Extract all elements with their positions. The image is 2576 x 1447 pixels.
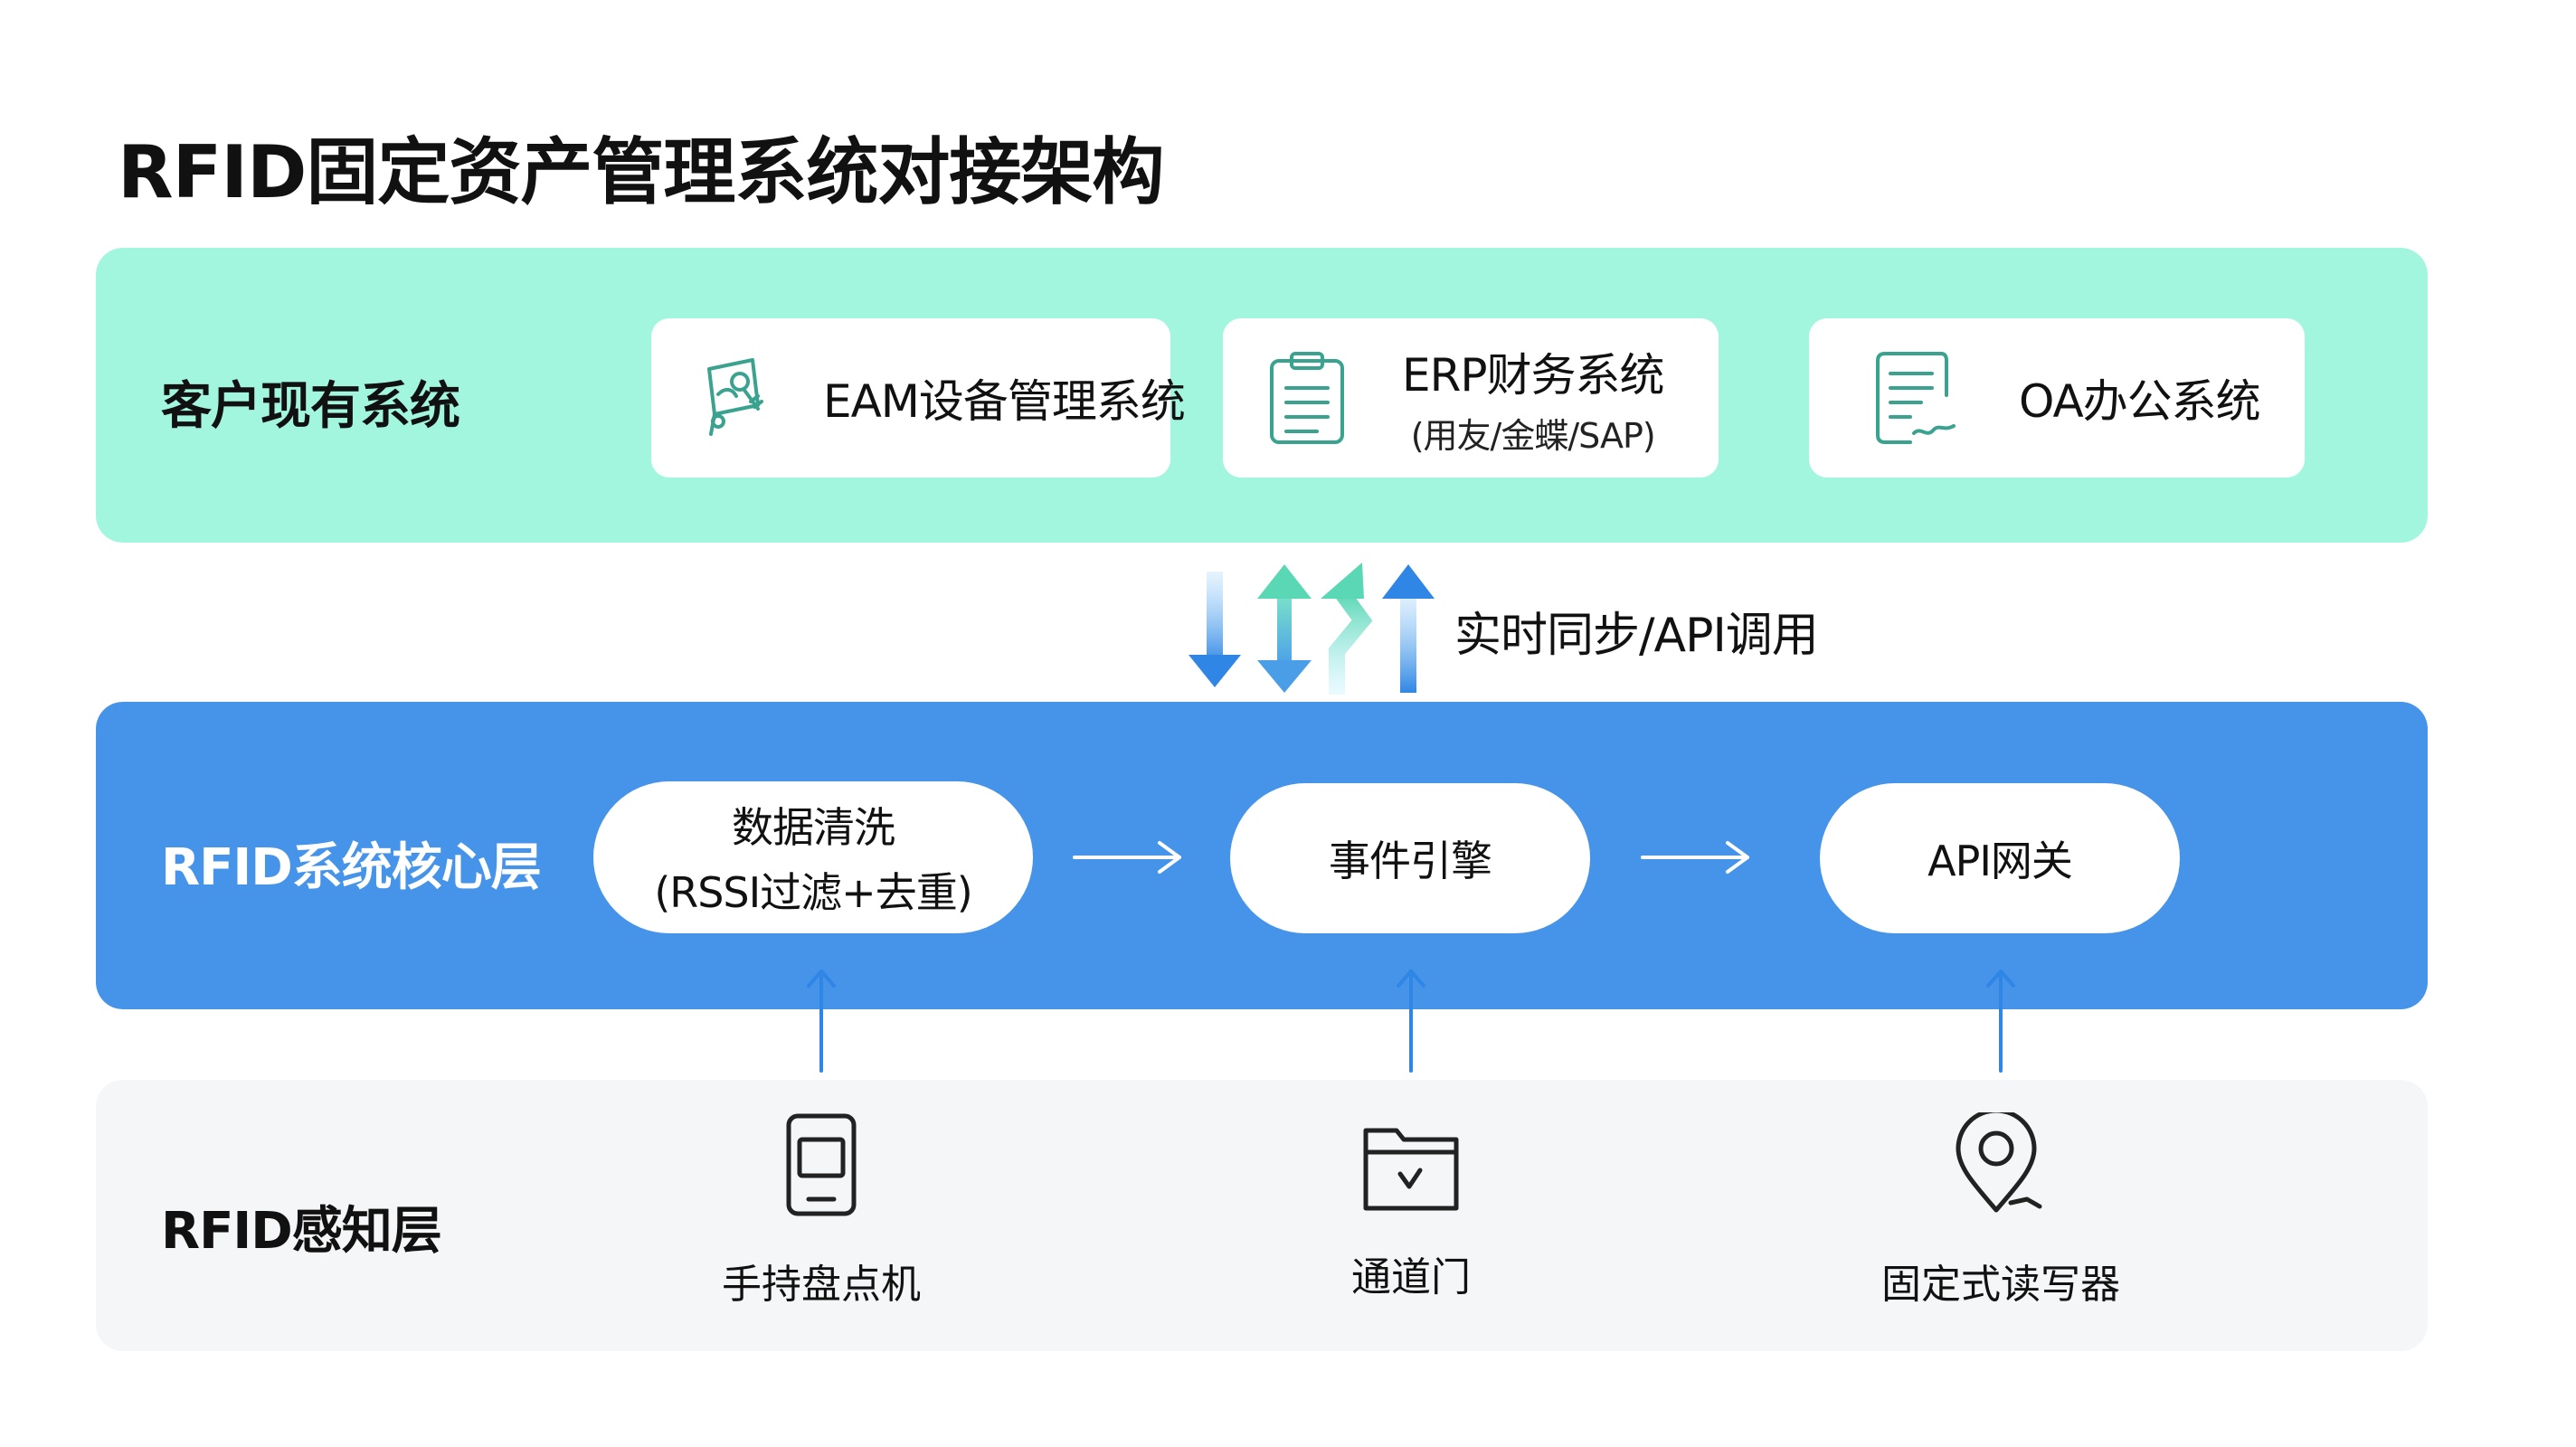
erp-system-vendors: (用友/金蝶/SAP) <box>1410 415 1656 456</box>
asset-tag-icon <box>698 351 785 445</box>
event-engine-module[interactable]: 事件引擎 <box>1230 783 1590 933</box>
gate-device[interactable]: 通道门 <box>1221 1118 1601 1302</box>
fixed-reader-device[interactable]: 固定式读写器 <box>1811 1108 2191 1310</box>
gate-device-label: 通道门 <box>1351 1254 1471 1300</box>
sync-arrows-icon <box>1185 553 1456 702</box>
sync-label: 实时同步/API调用 <box>1454 609 1819 663</box>
flow-arrow-right-icon <box>1073 839 1185 879</box>
clipboard-icon <box>1266 350 1348 446</box>
up-arrow-icon <box>1983 966 2019 1076</box>
api-gateway-module[interactable]: API网关 <box>1820 783 2180 933</box>
oa-system-card[interactable]: OA办公系统 <box>1809 318 2305 478</box>
core-layer-label: RFID系统核心层 <box>161 838 542 897</box>
event-engine-name: 事件引擎 <box>1329 837 1492 885</box>
data-cleaning-detail: (RSSI过滤+去重) <box>654 868 972 917</box>
data-cleaning-name: 数据清洗 <box>732 803 895 852</box>
customer-layer-label: 客户现有系统 <box>161 377 460 436</box>
flow-arrow-right-icon <box>1641 839 1753 879</box>
oa-system-name: OA办公系统 <box>2019 375 2261 428</box>
erp-system-card[interactable]: ERP财务系统 (用友/金蝶/SAP) <box>1223 318 1719 478</box>
sensing-layer-label: RFID感知层 <box>161 1202 442 1261</box>
handheld-device[interactable]: 手持盘点机 <box>631 1112 1011 1310</box>
erp-system-name: ERP财务系统 <box>1402 348 1664 402</box>
data-cleaning-module[interactable]: 数据清洗 (RSSI过滤+去重) <box>593 781 1033 933</box>
eam-system-name: EAM设备管理系统 <box>823 375 1186 428</box>
api-gateway-name: API网关 <box>1927 837 2073 885</box>
rfid-sensing-panel <box>96 1080 2428 1351</box>
handheld-device-icon <box>785 1112 857 1221</box>
folder-gate-icon <box>1360 1118 1462 1219</box>
fixed-reader-label: 固定式读写器 <box>1881 1262 2120 1308</box>
page-title: RFID固定资产管理系统对接架构 <box>118 130 1164 214</box>
up-arrow-icon <box>803 966 839 1076</box>
eam-system-card[interactable]: EAM设备管理系统 <box>651 318 1186 478</box>
handheld-device-label: 手持盘点机 <box>722 1262 921 1308</box>
location-pin-icon <box>1951 1108 2050 1221</box>
document-edit-icon <box>1874 350 1957 446</box>
up-arrow-icon <box>1393 966 1429 1076</box>
